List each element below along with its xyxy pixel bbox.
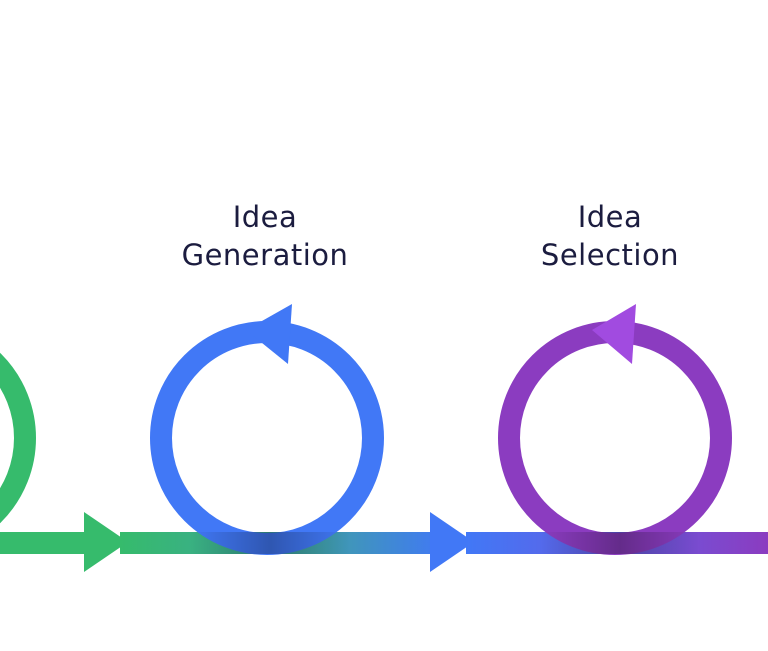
generation-loop — [150, 321, 384, 555]
selection-loop-shadow — [540, 532, 700, 554]
generation-arrowhead — [246, 304, 292, 364]
green-loop — [0, 352, 36, 524]
blue-arrowhead — [430, 512, 474, 572]
stage-label-line: Idea — [577, 200, 643, 234]
green-track — [0, 532, 96, 554]
stage-label-line: Generation — [181, 238, 349, 272]
selection-arrowhead — [592, 304, 636, 364]
stage-label-generation: Idea Generation — [145, 198, 385, 274]
selection-loop — [498, 321, 732, 555]
generation-loop-shadow — [190, 532, 350, 554]
stage-label-line: Selection — [540, 238, 680, 272]
stage-label-line: Idea — [232, 200, 298, 234]
stage-label-selection: Idea Selection — [490, 198, 730, 274]
green-arrowhead — [84, 512, 128, 572]
